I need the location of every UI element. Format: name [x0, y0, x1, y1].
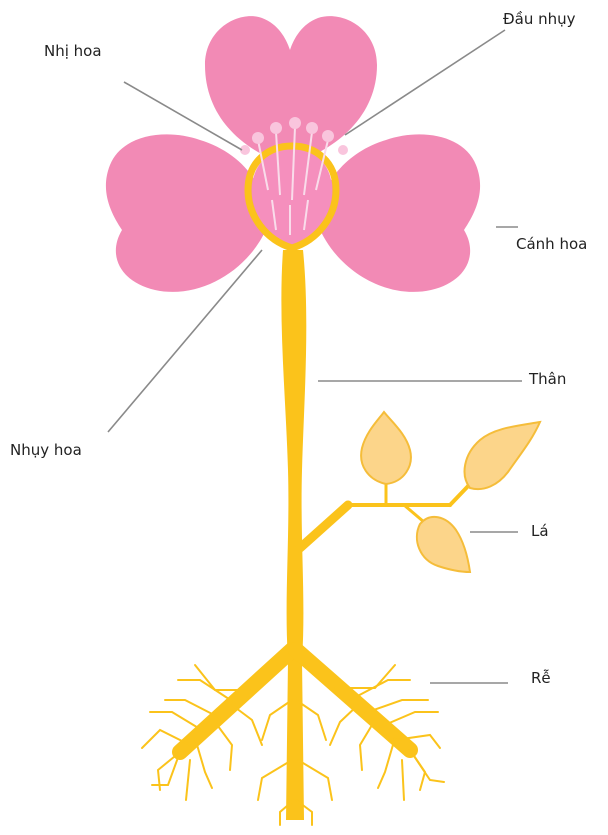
label-stigma: Đầu nhụy	[503, 12, 576, 27]
label-root: Rễ	[531, 671, 551, 686]
petal-right	[318, 134, 480, 291]
label-stem: Thân	[529, 372, 566, 387]
leaf-bottom	[417, 517, 470, 572]
stem	[281, 250, 306, 820]
leaves	[361, 412, 540, 572]
petal-left	[106, 134, 268, 291]
label-leaf: Lá	[531, 524, 549, 539]
label-pistil: Nhụy hoa	[10, 443, 82, 458]
leaf-right	[465, 422, 540, 489]
label-petal: Cánh hoa	[516, 237, 587, 252]
leaf-top	[361, 412, 411, 484]
label-stamen: Nhị hoa	[44, 44, 102, 59]
